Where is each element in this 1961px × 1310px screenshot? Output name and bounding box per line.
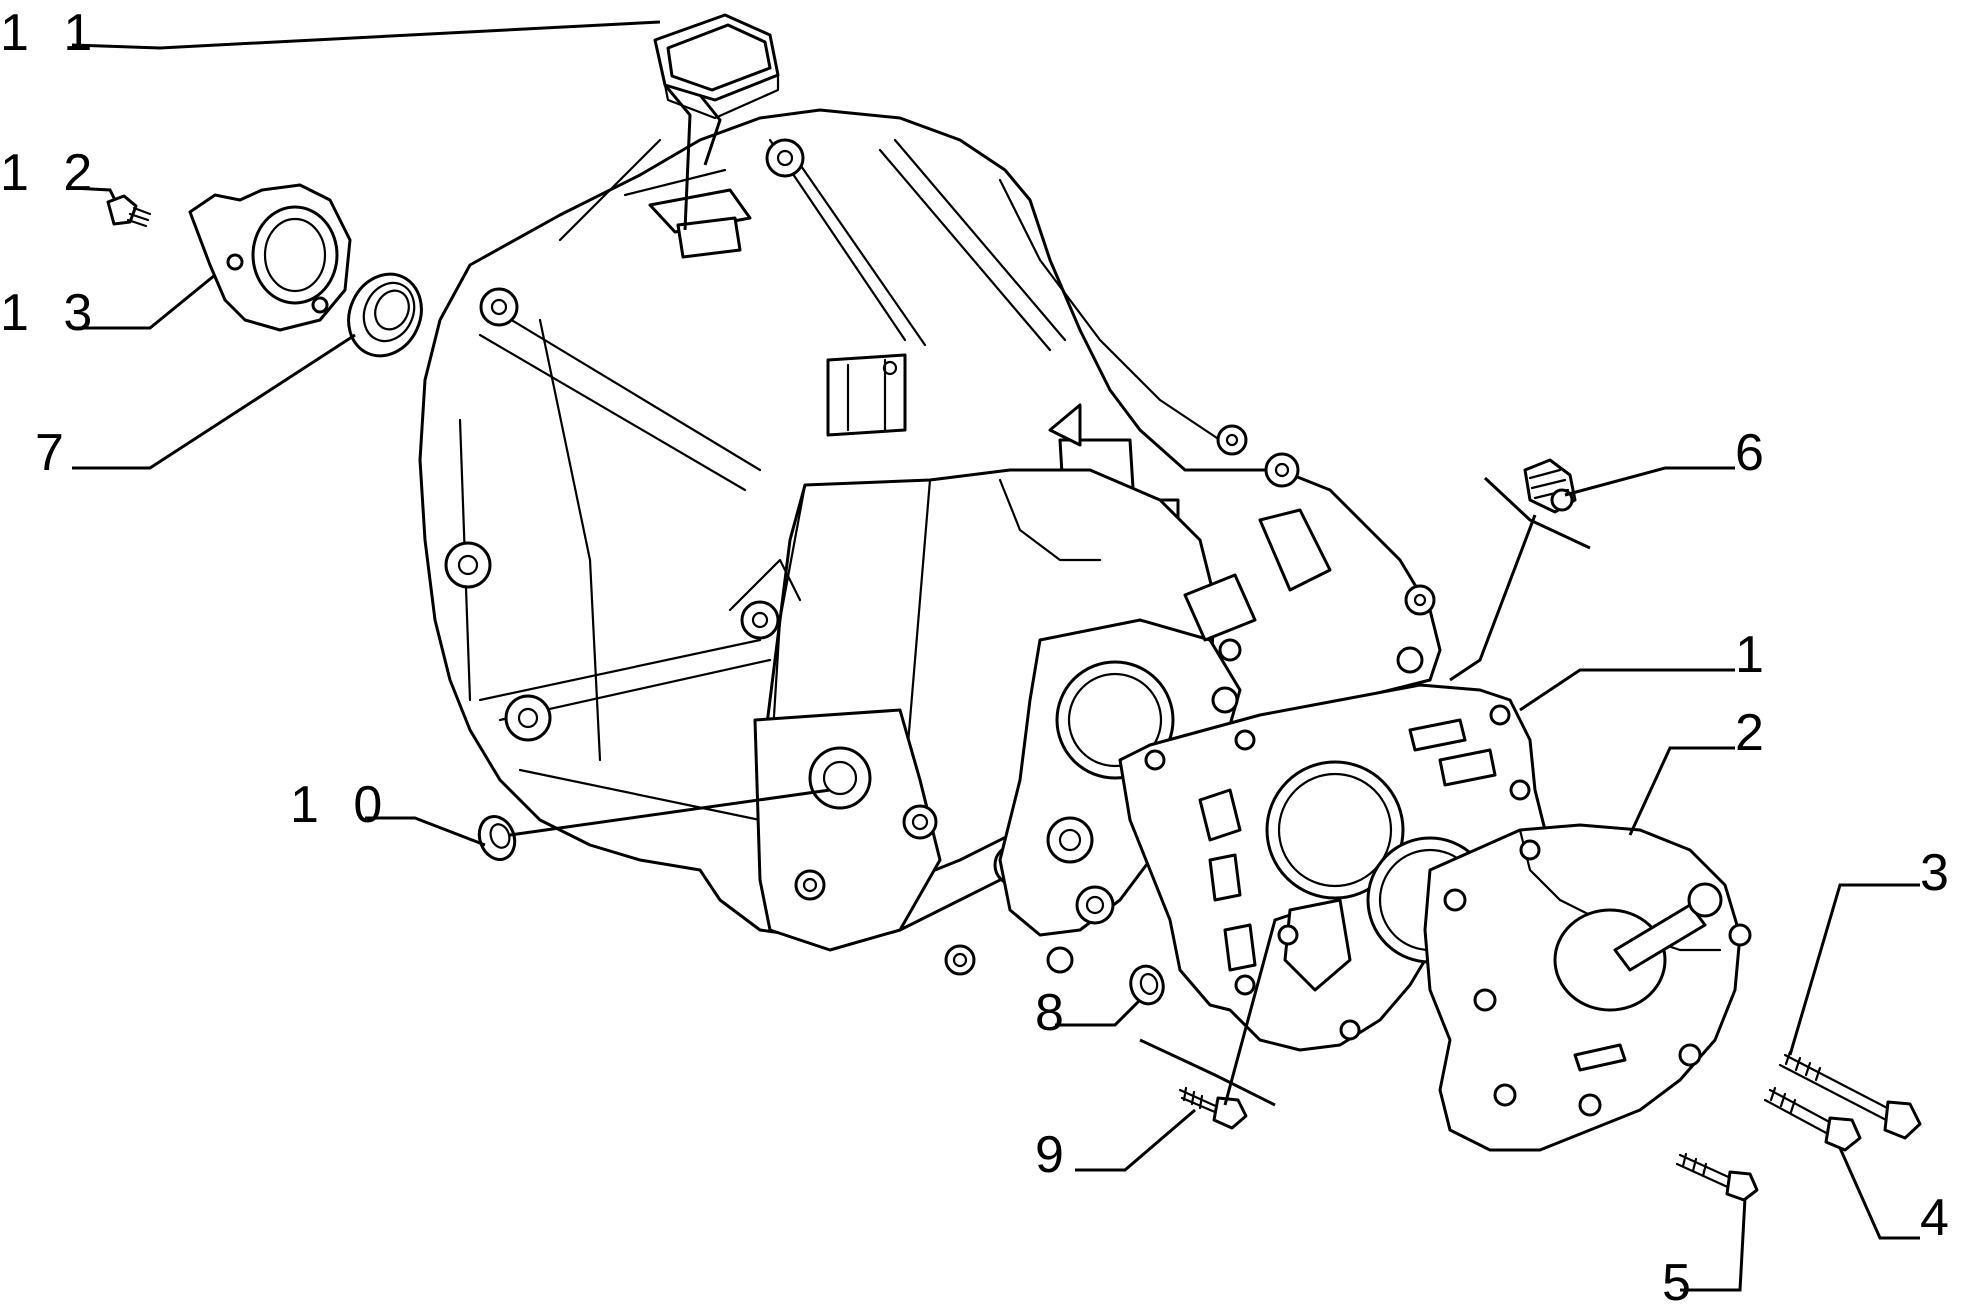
- leader-lines: [71, 20, 1920, 1292]
- callout-9: 9: [1035, 1126, 1074, 1184]
- callout-6: 6: [1735, 424, 1774, 482]
- bolt-4: [1763, 1086, 1862, 1152]
- callout-12: 1 2: [0, 144, 102, 202]
- callout-13: 1 3: [0, 284, 102, 342]
- callout-2: 2: [1735, 704, 1774, 762]
- plug-8: [1129, 964, 1165, 1006]
- bolt-3: [1778, 1050, 1922, 1140]
- callout-labels: 1 1 1 2 1 3 7 1 0 8 9 6 1 2 3 4 5: [0, 4, 1959, 1310]
- plug-10: [477, 815, 517, 861]
- screw-12: [106, 194, 152, 228]
- callout-11: 1 1: [0, 4, 102, 62]
- intermediate-plate: [1118, 683, 1547, 1052]
- bolt-5: [1675, 1152, 1759, 1202]
- callout-7: 7: [35, 424, 74, 482]
- callout-10: 1 0: [290, 776, 392, 834]
- bolt-9: [1178, 1086, 1248, 1130]
- callout-8: 8: [1035, 984, 1074, 1042]
- callout-1: 1: [1735, 626, 1774, 684]
- bearing-carrier: [188, 183, 352, 332]
- plug-6: [1523, 458, 1577, 514]
- callout-3: 3: [1920, 844, 1959, 902]
- callout-5: 5: [1662, 1254, 1701, 1310]
- callout-4: 4: [1920, 1189, 1959, 1247]
- rear-cover: [1423, 823, 1752, 1152]
- gearbox-housing: [418, 108, 1442, 976]
- oil-seal: [347, 272, 423, 358]
- breather-cap: [653, 13, 780, 120]
